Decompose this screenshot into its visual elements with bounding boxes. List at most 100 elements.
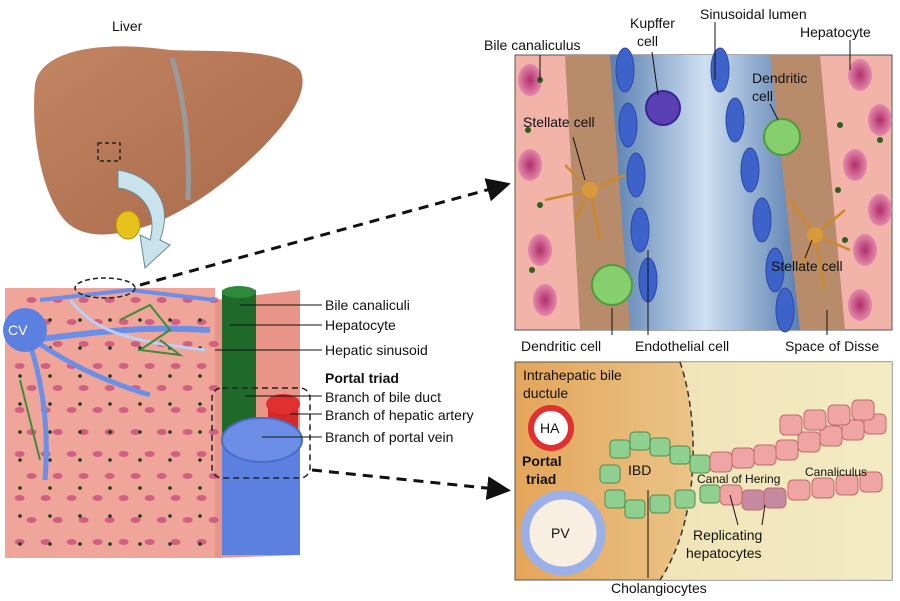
hepatocyte-cell [775,439,799,461]
bile-dot [138,486,142,490]
bile-dot [168,542,172,546]
zoom-box-liver [97,142,121,162]
bile-dot [78,402,82,406]
hepatocyte-nucleus [92,407,103,413]
hepatocyte-nucleus [144,495,155,501]
bile-dot [48,318,52,322]
hepatocyte-nucleus [26,517,37,523]
hepatocyte-nucleus [104,341,115,347]
hepatocyte-nucleus [130,429,141,435]
replicating-label-2: hepatocytes [686,545,762,561]
bile-dot [108,430,112,434]
hepatocyte-nucleus [853,234,877,266]
hepatocyte-cell [709,451,733,473]
liver-label: Liver [112,18,143,34]
bile-dot [198,514,202,518]
bile-dot [138,542,142,546]
bile-dot [168,514,172,518]
gallbladder-icon [115,210,141,240]
dendritic-top-label-1: Dendritic [752,70,808,86]
cholangiocytes-label: Cholangiocytes [611,580,707,596]
endothelial-cell [765,247,785,293]
hepatocyte-nucleus [170,363,181,369]
hepatocyte-label: Hepatocyte [325,317,396,333]
triad-leader-lines [647,490,766,578]
hepatocyte-nucleus [144,539,155,545]
ibd-label: IBD [628,462,652,478]
kupffer-label-2: cell [637,33,659,49]
hepatocyte-nucleus [92,495,103,501]
hepatocyte-nucleus [196,363,207,369]
bile-canaliculus-dot [835,187,841,193]
endothelial-cell [725,97,745,143]
bile-dot [48,514,52,518]
hepatocyte-nucleus [78,297,89,303]
hepatocyte-cell [741,489,765,511]
bile-dot [108,374,112,378]
bile-canaliculus-dot [877,137,883,143]
hepatocyte-nucleus [156,429,167,435]
hepatocyte-cell [859,471,883,493]
bile-dot [108,346,112,350]
hepatocyte-nucleus [868,104,892,136]
bile-dot [168,486,172,490]
cholangiocyte [649,437,671,457]
hepatocyte-nucleus [533,284,557,316]
hepatocyte-nucleus [14,495,25,501]
branch-hepatic-artery-label: Branch of hepatic artery [325,407,474,423]
hepatocyte-cell [797,431,821,453]
cv-label: CV [8,322,28,338]
endothelial-cell [615,47,635,93]
hepatocyte-nucleus [182,341,193,347]
triad-panel [514,361,893,581]
bile-dot [48,402,52,406]
hepatocyte-nucleus [14,539,25,545]
dendritic-cell-bottom [591,264,633,306]
hepatocyte-nucleus [208,341,219,347]
hepatocyte-nucleus [14,407,25,413]
hepatocyte-nucleus [118,451,129,457]
hepatocyte-nucleus [843,149,867,181]
lobule-leader-lines [215,304,322,438]
hepatocyte-nucleus [104,385,115,391]
bile-dot [198,542,202,546]
hepatocyte-nucleus [118,363,129,369]
hepatocyte-nucleus [868,194,892,226]
bile-dot [48,486,52,490]
lobule-zoom-ellipse [74,277,136,299]
canal-of-hering-label: Canal of Hering [697,472,781,486]
hepatocyte-nucleus [130,297,141,303]
hepatocyte-nucleus [156,517,167,523]
bile-dot [48,542,52,546]
hepatocyte-nucleus [518,149,542,181]
branch-portal-vein-label: Branch of portal vein [325,429,454,445]
hepatocyte-nucleus [182,473,193,479]
bile-dot [78,514,82,518]
endothelial-cell [630,207,650,253]
hepatocyte-nucleus [52,341,63,347]
hepatocyte-cell [719,484,743,506]
bile-dot [138,430,142,434]
endothelial-cell [752,197,772,243]
hepatocyte-nucleus [66,539,77,545]
hepatocyte-nucleus [182,429,193,435]
hepatocyte-nucleus [156,473,167,479]
bile-dot [18,402,22,406]
bile-canaliculus-dot [525,127,531,133]
bile-dot [198,486,202,490]
hepatocyte-nucleus [78,473,89,479]
hepatocyte-nucleus [104,297,115,303]
hepatocyte-cell [753,444,777,466]
hepatic-sinusoid-label: Hepatic sinusoid [325,342,428,358]
hepatocyte-nucleus [170,319,181,325]
hepatocyte-nucleus [14,451,25,457]
bile-dot [138,458,142,462]
bile-dot [48,374,52,378]
ibd-title-2: ductule [523,385,569,401]
hepatocyte-nucleus [144,451,155,457]
ibd-title-1: Intrahepatic bile [523,367,622,383]
bile-dot [198,458,202,462]
bile-canaliculi-label: Bile canaliculi [325,297,410,313]
portal-vein-ring [520,490,606,576]
